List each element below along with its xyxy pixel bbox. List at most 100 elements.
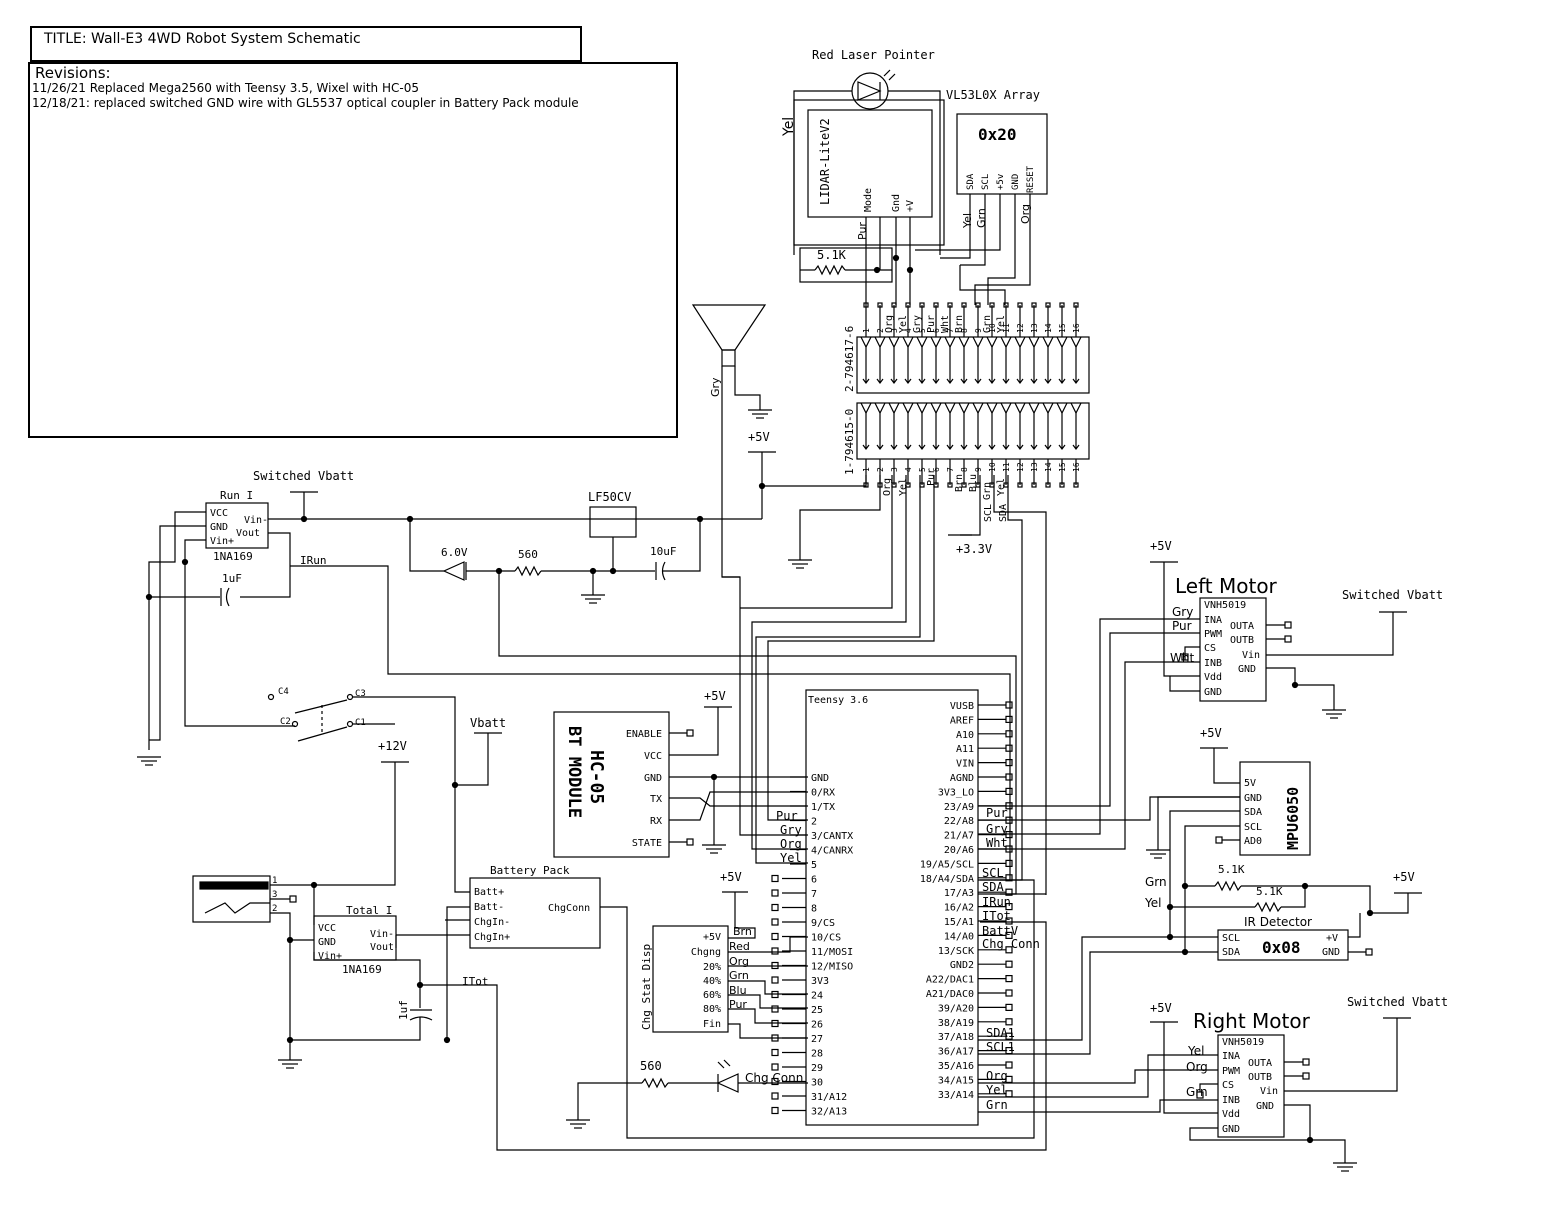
teensy-pin: 2 bbox=[811, 817, 817, 828]
ir-detector: Grn Yel 5.1K 5.1K +5V IR Detector SCL SD… bbox=[1144, 863, 1422, 961]
wire-label: Yel bbox=[961, 213, 974, 229]
wire-label: Brn bbox=[954, 315, 965, 333]
teensy-pin: 26 bbox=[811, 1020, 823, 1031]
ina-part: 1NA169 bbox=[342, 963, 382, 976]
ina-pin: GND bbox=[210, 522, 228, 533]
motor-pin: INA bbox=[1222, 1051, 1240, 1062]
teensy-pin: 24 bbox=[811, 991, 823, 1002]
wire-label: SCL bbox=[983, 504, 994, 522]
teensy-pin: 29 bbox=[811, 1063, 823, 1074]
teensy-pin: 31/A12 bbox=[811, 1092, 847, 1103]
vl53-pin: SDA bbox=[966, 173, 976, 190]
ina-pin: GND bbox=[318, 937, 336, 948]
revisions-block: Revisions: 11/26/21 Replaced Mega2560 wi… bbox=[28, 62, 678, 438]
lidar-module: LIDAR-LiteV2 Mode Gnd +V Pur Yel 5.1K bbox=[781, 99, 945, 305]
rail-label: Switched Vbatt bbox=[253, 469, 354, 483]
hc05-title: HC-05 bbox=[586, 750, 607, 804]
teensy-wire-labels: Pur Gry Org Yel Pur Gry Wht SCL SDA IRun… bbox=[776, 806, 1040, 1112]
mpu-pin: SDA bbox=[1244, 807, 1262, 818]
wire-label: Yel bbox=[996, 315, 1007, 333]
ir-title: IR Detector bbox=[1244, 915, 1312, 929]
chg-pin: 60% bbox=[703, 990, 721, 1001]
diode-label: 6.0V bbox=[441, 546, 468, 559]
connector-part: 1-794615-0 bbox=[843, 409, 856, 475]
mpu6050: +5V MPU6050 5V GND SDA SCL AD0 bbox=[1146, 726, 1311, 952]
chg-pin: 20% bbox=[703, 962, 721, 973]
wire-label: Brn bbox=[954, 474, 965, 492]
battery-pin: Batt- bbox=[474, 902, 504, 913]
hc05-pin: RX bbox=[650, 816, 662, 827]
ina-pin: Vin- bbox=[244, 515, 268, 526]
wire-label: Pur bbox=[729, 998, 747, 1011]
power-switch: C4 C3 C2 C1 Vbatt bbox=[267, 687, 506, 893]
switch-label: C3 bbox=[355, 689, 366, 699]
wire-label: Pur bbox=[776, 809, 798, 823]
wire-label: Grn bbox=[975, 208, 988, 228]
motor-pin: CS bbox=[1204, 643, 1216, 654]
motor-pin: PWM bbox=[1204, 629, 1222, 640]
resistor-label: 5.1K bbox=[1218, 863, 1245, 876]
chg-pin: Chgng bbox=[691, 947, 721, 958]
teensy-pin: 15/A1 bbox=[944, 917, 974, 928]
teensy-pin: 34/A15 bbox=[938, 1075, 974, 1086]
teensy-pin: 35/A16 bbox=[938, 1061, 974, 1072]
teensy-pin: 10/CS bbox=[811, 933, 841, 944]
reg-label: LF50CV bbox=[588, 490, 631, 504]
motor-pin: GND bbox=[1238, 664, 1256, 675]
run-ina169: Switched Vbatt Run I VCC GND Vin+ Vin- V… bbox=[137, 469, 1011, 881]
wire-label: SCL bbox=[982, 866, 1004, 880]
teensy-pin: 23/A9 bbox=[944, 802, 974, 813]
chg-pin: +5V bbox=[703, 932, 721, 943]
vl53-array: VL53L0X Array 0x20 SDA SCL +5v GND RESET… bbox=[915, 88, 1048, 305]
jack-pin: 2 bbox=[272, 904, 277, 914]
rail-label: +5V bbox=[704, 689, 726, 703]
teensy-pin: A21/DAC0 bbox=[926, 989, 974, 1000]
ir-pin: GND bbox=[1322, 947, 1340, 958]
teensy-pin: 13/SCK bbox=[938, 946, 974, 957]
resistor-label: 560 bbox=[640, 1059, 662, 1073]
teensy-pin: 20/A6 bbox=[944, 845, 974, 856]
teensy-pin: 38/A19 bbox=[938, 1018, 974, 1029]
motor-pin: Vin bbox=[1242, 650, 1260, 661]
motor-pin: OUTB bbox=[1230, 635, 1254, 646]
teensy-pin: 3V3_LO bbox=[938, 787, 974, 798]
wire-label: Wht bbox=[940, 315, 951, 333]
battery-title: Battery Pack bbox=[490, 864, 570, 877]
teensy-pin: 3V3 bbox=[811, 976, 829, 987]
ina-title: Total I bbox=[346, 904, 392, 917]
rail-label: +3.3V bbox=[956, 542, 992, 556]
motor-pin: OUTB bbox=[1248, 1072, 1272, 1083]
teensy-pin: GND bbox=[811, 773, 829, 784]
lidar-pin-gnd: Gnd bbox=[891, 194, 902, 212]
ir-pin: +V bbox=[1326, 933, 1338, 944]
wire-label: Gry bbox=[709, 377, 722, 397]
motor-pin: CS bbox=[1222, 1080, 1234, 1091]
wire-label: BattV bbox=[982, 924, 1018, 938]
battery-pin: ChgIn+ bbox=[474, 932, 510, 943]
rail-label: Vbatt bbox=[470, 716, 506, 730]
wire-label: ITot bbox=[982, 909, 1011, 923]
hc05-module: HC-05 BT MODULE ENABLE VCC GND TX RX STA… bbox=[553, 689, 808, 858]
chg-conn-led: 560 Chg Conn bbox=[566, 1059, 808, 1129]
wire-label: Org bbox=[882, 478, 893, 496]
wire-label: SDA bbox=[998, 504, 1009, 522]
ir-pin: SCL bbox=[1222, 933, 1240, 944]
teensy-pin: GND2 bbox=[950, 960, 974, 971]
wire-label: Grn bbox=[982, 315, 993, 333]
switch-label: C1 bbox=[355, 718, 366, 728]
vl53-addr: 0x20 bbox=[978, 125, 1017, 144]
teensy-pin: 8 bbox=[811, 904, 817, 915]
connector-part: 2-794617-6 bbox=[843, 326, 856, 392]
wire-label: Gry bbox=[912, 315, 923, 333]
lf50cv-regulator: LF50CV 6.0V 560 10uF bbox=[406, 490, 1017, 895]
teensy-pin: 33/A14 bbox=[938, 1090, 974, 1101]
ir-addr: 0x08 bbox=[1262, 938, 1301, 957]
rail-label: Switched Vbatt bbox=[1342, 588, 1443, 602]
resistor-label: 560 bbox=[518, 548, 538, 561]
teensy-pin: 37/A18 bbox=[938, 1032, 974, 1043]
motor-pin: OUTA bbox=[1248, 1058, 1272, 1069]
teensy-pin: A11 bbox=[956, 744, 974, 755]
rail-label: +5V bbox=[1200, 726, 1222, 740]
battery-pin: ChgIn- bbox=[474, 917, 510, 928]
motor-pin: GND bbox=[1204, 687, 1222, 698]
